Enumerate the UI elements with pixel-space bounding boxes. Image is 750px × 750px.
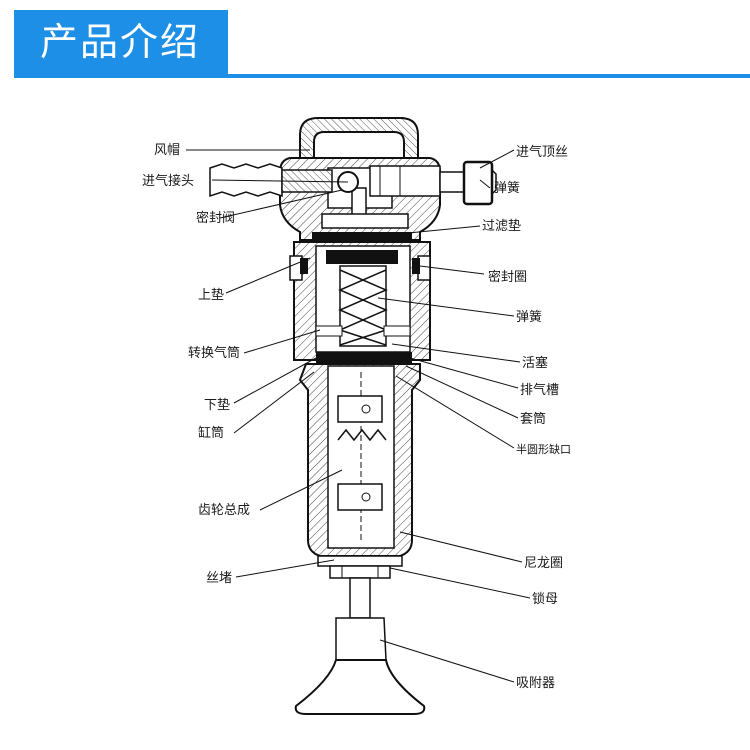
header-divider xyxy=(14,74,750,78)
header-title-box xyxy=(14,10,228,76)
inlet-top-screw-part xyxy=(369,160,497,206)
label-wind-cap: 风帽 xyxy=(154,142,180,158)
cylinder-body xyxy=(298,363,421,557)
label-semicircle-notch: 半圆形缺口 xyxy=(516,442,571,456)
header-bar: 产品介绍 xyxy=(0,0,750,82)
label-switch-cylinder: 转换气筒 xyxy=(188,345,240,361)
label-lower-pad: 下垫 xyxy=(204,397,230,413)
label-piston: 活塞 xyxy=(522,355,548,371)
label-gear-assembly: 齿轮总成 xyxy=(198,503,250,518)
label-cylinder: 缸筒 xyxy=(198,425,224,441)
label-suction-cup: 吸附器 xyxy=(516,676,555,691)
label-nylon-ring: 尼龙圈 xyxy=(524,556,563,571)
label-exhaust-groove: 排气槽 xyxy=(520,382,559,398)
label-lock-nut: 锁母 xyxy=(532,591,558,607)
page-title: 产品介绍 xyxy=(40,20,201,64)
label-sleeve: 套筒 xyxy=(520,411,546,427)
suction-cup-part xyxy=(294,577,426,715)
label-spring-top: 弹簧 xyxy=(494,180,520,196)
label-filter-pad: 过滤垫 xyxy=(482,218,521,234)
label-air-inlet-joint: 进气接头 xyxy=(142,173,194,189)
leader-lines-left xyxy=(186,149,349,578)
label-seal-ring: 密封圈 xyxy=(488,269,527,285)
leader-lines-right xyxy=(377,149,531,683)
label-upper-pad: 上垫 xyxy=(198,287,224,303)
label-plug: 丝堵 xyxy=(206,571,232,586)
label-seal-valve: 密封阀 xyxy=(196,210,235,226)
label-inlet-top-screw: 进气顶丝 xyxy=(516,144,568,160)
handle xyxy=(299,117,419,166)
label-spring-mid: 弹簧 xyxy=(516,309,542,325)
lower-pad-part xyxy=(316,352,412,364)
bottom-fittings xyxy=(317,555,403,579)
